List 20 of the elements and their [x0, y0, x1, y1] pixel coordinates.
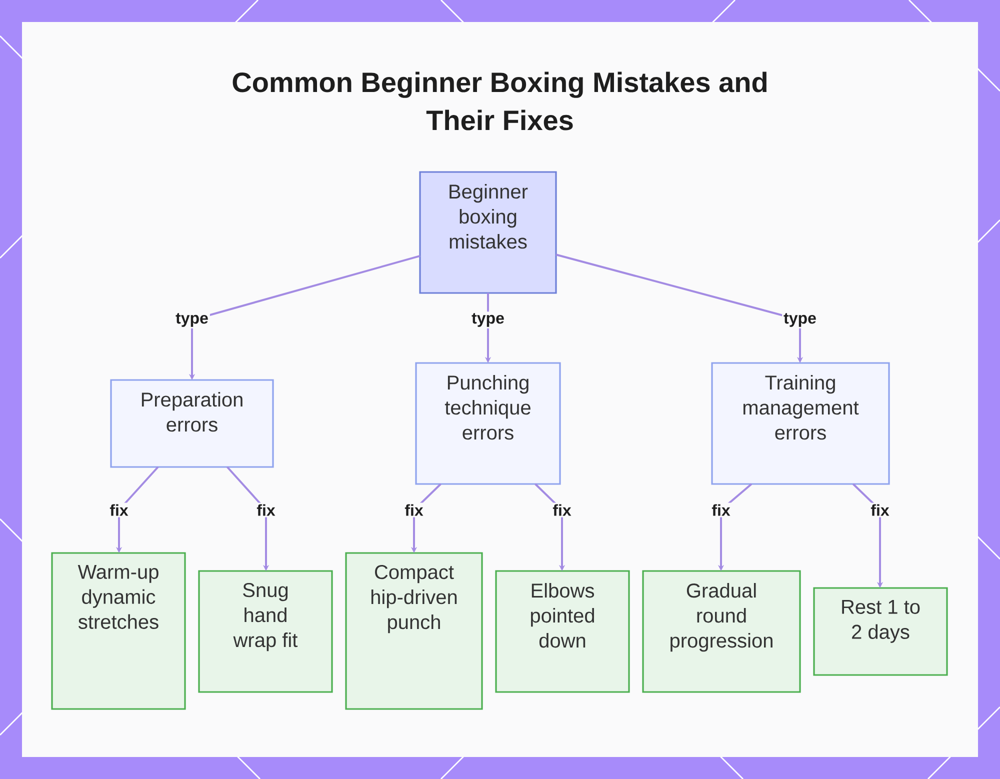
fix-box: Gradual round progression	[642, 570, 801, 693]
fix-box: Compact hip-driven punch	[345, 552, 483, 710]
category-box: Punching technique errors	[415, 362, 561, 485]
edge-label: fix	[108, 502, 130, 518]
fix-box: Elbows pointed down	[495, 570, 630, 693]
edge-label: fix	[255, 502, 277, 518]
edge-label: fix	[710, 502, 732, 518]
category-box: Training management errors	[711, 362, 890, 485]
edge-label: type	[470, 312, 506, 328]
topic-box: Beginner boxing mistakes	[419, 171, 557, 294]
fix-box: Rest 1 to 2 days	[813, 587, 948, 676]
fix-box: Snug hand wrap fit	[198, 570, 333, 693]
edge-label: fix	[869, 502, 891, 518]
edge-label: fix	[403, 502, 425, 518]
title: Common Beginner Boxing Mistakes and Their Fixes	[232, 72, 767, 130]
edge-label: type	[782, 312, 818, 328]
category-box: Preparation errors	[110, 379, 274, 468]
edge-label: fix	[551, 502, 573, 518]
fix-box: Warm-up dynamic stretches	[51, 552, 186, 710]
edge-label: type	[174, 312, 210, 328]
